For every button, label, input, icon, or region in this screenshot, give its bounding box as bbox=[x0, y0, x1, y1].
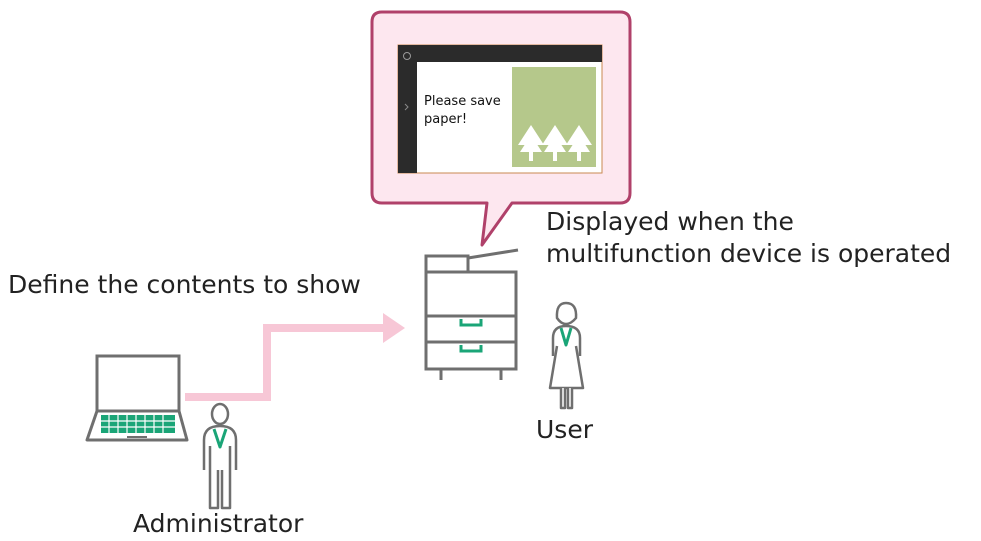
tree-icon bbox=[566, 125, 592, 161]
multifunction-device-icon bbox=[424, 248, 519, 380]
define-label: Define the contents to show bbox=[8, 270, 361, 299]
screen-message: Please save paper! bbox=[424, 94, 501, 127]
laptop-icon bbox=[85, 354, 189, 442]
chevron-right-icon bbox=[404, 103, 409, 111]
tree-icon bbox=[518, 125, 544, 161]
tree-icon bbox=[542, 125, 568, 161]
administrator-label: Administrator bbox=[133, 509, 304, 538]
user-label: User bbox=[536, 415, 593, 444]
administrator-icon bbox=[202, 402, 238, 510]
tray-handle-icon bbox=[459, 319, 483, 353]
screen-top-bar bbox=[398, 45, 602, 62]
user-icon bbox=[548, 301, 585, 410]
keyboard bbox=[101, 415, 175, 433]
flow-arrow bbox=[185, 313, 405, 401]
user-icon bbox=[403, 52, 411, 60]
panel-screen bbox=[397, 44, 603, 174]
displayed-label: Displayed when the multifunction device … bbox=[546, 207, 952, 268]
screen-side-bar bbox=[398, 45, 417, 173]
